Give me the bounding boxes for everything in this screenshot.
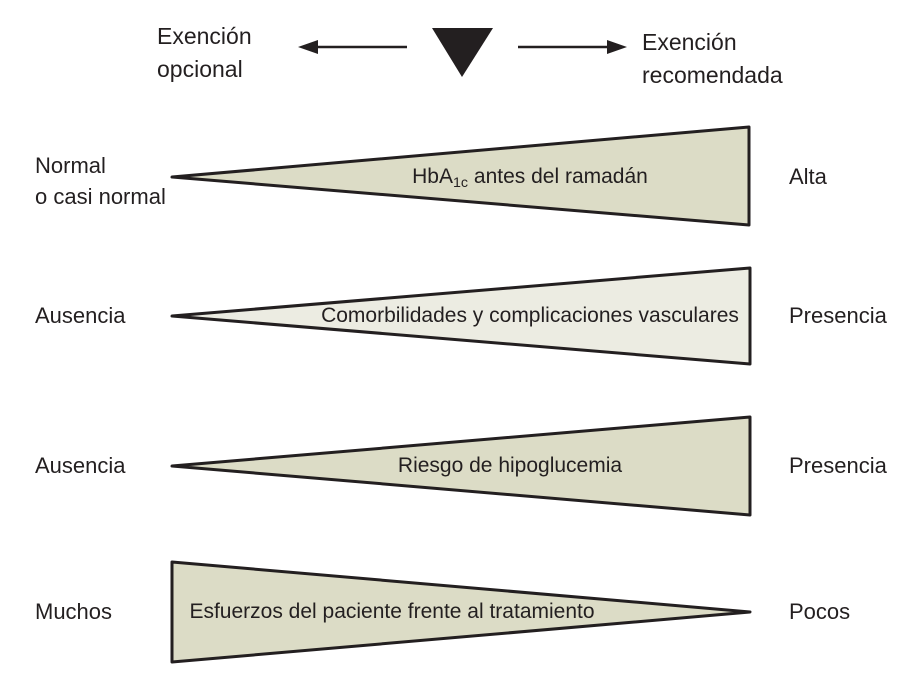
row2-wedge-label: Comorbilidades y complicaciones vascular… (321, 304, 739, 327)
row4-left-label: Muchos (35, 599, 113, 624)
row1-wedge-label: HbA1c antes del ramadán (305, 164, 755, 196)
header-right-line2: recomendada (642, 62, 783, 88)
balance-pointer-icon (432, 28, 493, 77)
header-right-label: Exención recomendada (642, 26, 783, 92)
row3-right-label: Presencia (789, 453, 887, 478)
header-left-label: Exención opcional (157, 20, 252, 86)
left-arrow-icon (298, 40, 407, 54)
wedge-patient-effort (170, 560, 752, 664)
wedge-comorbidities (170, 266, 752, 366)
header-left-line1: Exención (157, 23, 252, 49)
row1-left-label: Normal o casi normal (35, 150, 166, 212)
row3-wedge-label: Riesgo de hipoglucemia (397, 454, 623, 477)
header-right-line1: Exención (642, 29, 737, 55)
row3-left-label: Ausencia (35, 453, 126, 478)
row1-wedge-label-pre: HbA (412, 165, 453, 188)
row2-left-label: Ausencia (35, 303, 126, 328)
row1-wedge-label-post: antes del ramadán (468, 165, 648, 188)
row4-right-label: Pocos (789, 599, 851, 624)
row2-right-label: Presencia (789, 303, 887, 328)
row1-left-line2: o casi normal (35, 184, 166, 209)
row1-wedge-label-sub: 1c (452, 174, 469, 191)
row1-left-line1: Normal (35, 153, 106, 178)
wedge-hypoglycemia-risk (170, 415, 752, 517)
right-arrow-icon (518, 40, 627, 54)
row1-right-label: Alta (789, 164, 827, 189)
wedge-hba1c (170, 125, 751, 227)
header-left-line2: opcional (157, 56, 243, 82)
row4-wedge-label: Esfuerzos del paciente frente al tratami… (189, 600, 595, 623)
